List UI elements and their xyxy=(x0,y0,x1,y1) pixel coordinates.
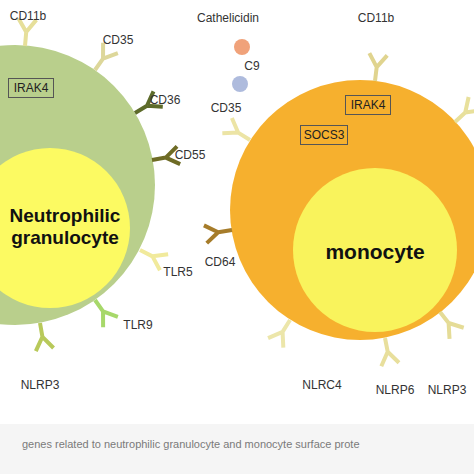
cell-body: monocyte IRAK4SOCS3 xyxy=(230,80,474,340)
cell-nucleus xyxy=(293,168,457,332)
gene-label: NLRP6 xyxy=(376,383,415,397)
protein-dot xyxy=(234,39,250,55)
cell-outline xyxy=(230,80,474,340)
receptor-symbol xyxy=(376,336,399,366)
gene-label: CD55 xyxy=(175,148,206,162)
gene-label: IRAK4 xyxy=(14,81,49,95)
gene-label: IRAK4 xyxy=(351,98,386,112)
gene-label: NLRP3 xyxy=(428,383,467,397)
cell-name: monocyte xyxy=(310,240,440,264)
cell-body: Neutrophilic granulocyte IRAK4 xyxy=(0,45,155,325)
gene-label: SOCS3 xyxy=(304,128,345,142)
receptor-symbol xyxy=(31,321,53,351)
gene-box: IRAK4 xyxy=(345,95,391,115)
gene-label: CD11b xyxy=(358,11,394,25)
gene-label: TLR5 xyxy=(163,265,192,279)
caption-band xyxy=(0,424,474,474)
receptor-symbol xyxy=(366,53,387,82)
gene-label: CD64 xyxy=(205,255,236,269)
cell-membrane xyxy=(0,45,155,325)
gene-label: CD35 xyxy=(103,33,134,47)
gene-label: C9 xyxy=(244,59,259,73)
gene-label: TLR9 xyxy=(123,318,152,332)
gene-box: IRAK4 xyxy=(8,78,54,98)
gene-label: NLRC4 xyxy=(302,378,341,392)
gene-label: CD36 xyxy=(150,93,181,107)
cell-membrane xyxy=(230,80,474,340)
protein-dot xyxy=(232,76,248,92)
gene-label: CD35 xyxy=(211,101,242,115)
gene-label: Cathelicidin xyxy=(197,11,259,25)
cell-name: Neutrophilic granulocyte xyxy=(0,205,135,249)
receptor-symbol xyxy=(204,221,233,243)
gene-label: NLRP3 xyxy=(21,378,60,392)
figure-caption: genes related to neutrophilic granulocyt… xyxy=(22,438,360,450)
gene-box: SOCS3 xyxy=(300,125,348,145)
gene-label: CD11b xyxy=(10,9,46,23)
